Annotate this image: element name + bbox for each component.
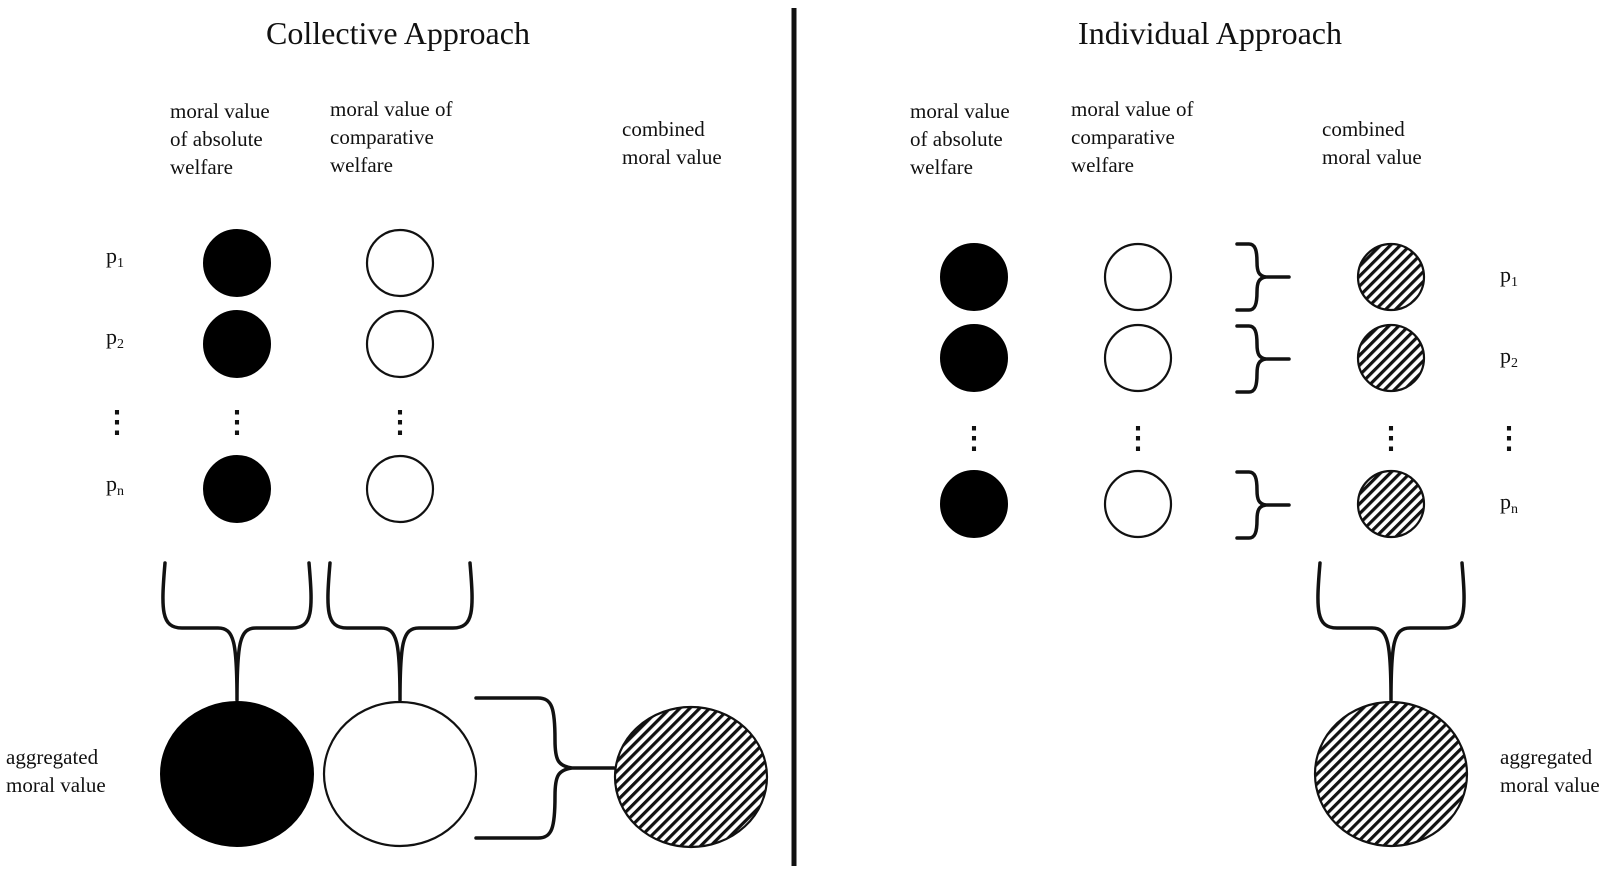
individual-person-brace xyxy=(1235,470,1291,540)
individual-combined-circle xyxy=(1356,242,1426,312)
individual-combined-circle xyxy=(1356,323,1426,393)
individual-title: Individual Approach xyxy=(1078,15,1342,51)
individual-absolute-circle xyxy=(940,470,1008,538)
individual-person-brace xyxy=(1235,324,1291,394)
individual-aggregated-circle xyxy=(1313,700,1469,848)
individual-combined-brace xyxy=(1316,561,1466,702)
collective-absolute-circle xyxy=(203,310,271,378)
individual-header-comparative: moral value of comparative welfare xyxy=(1071,97,1199,177)
individual-ellipsis: ⋮ xyxy=(1494,422,1524,455)
collective-panel: Collective Approach moral value of absol… xyxy=(6,15,769,849)
collective-person-label: p2 xyxy=(106,324,124,352)
individual-aggregated-label: aggregated moral value xyxy=(1500,745,1600,797)
collective-aggregated-absolute-circle xyxy=(160,701,314,847)
individual-person-label: p1 xyxy=(1500,262,1518,290)
collective-aggregated-comparative-circle xyxy=(322,700,478,848)
individual-ellipsis: ⋮ xyxy=(1123,422,1153,455)
collective-comparative-circle xyxy=(365,228,435,298)
collective-header-absolute: moral value of absolute welfare xyxy=(170,99,275,179)
individual-absolute-circle xyxy=(940,324,1008,392)
individual-person-brace xyxy=(1235,242,1291,312)
individual-ellipsis: ⋮ xyxy=(1376,422,1406,455)
collective-absolute-circle xyxy=(203,229,271,297)
individual-person-label: pn xyxy=(1500,489,1518,517)
individual-comparative-circle xyxy=(1103,323,1173,393)
collective-comparative-circle xyxy=(365,309,435,379)
collective-ellipsis: ⋮ xyxy=(102,406,132,439)
collective-absolute-brace xyxy=(161,561,313,702)
collective-title: Collective Approach xyxy=(266,15,530,51)
collective-combined-circle xyxy=(613,705,769,849)
collective-aggregated-label: aggregated moral value xyxy=(6,745,106,797)
individual-header-absolute: moral value of absolute welfare xyxy=(910,99,1015,179)
collective-header-comparative: moral value of comparative welfare xyxy=(330,97,458,177)
collective-ellipsis: ⋮ xyxy=(222,406,252,439)
individual-absolute-circle xyxy=(940,243,1008,311)
collective-combine-brace xyxy=(474,696,616,840)
collective-person-label: p1 xyxy=(106,243,124,271)
individual-header-combined: combined moral value xyxy=(1322,117,1422,169)
individual-combined-circle xyxy=(1356,469,1426,539)
collective-ellipsis: ⋮ xyxy=(385,406,415,439)
collective-absolute-circle xyxy=(203,455,271,523)
individual-panel: Individual Approach moral value of absol… xyxy=(910,15,1600,848)
individual-comparative-circle xyxy=(1103,242,1173,312)
collective-person-label: pn xyxy=(106,471,124,499)
collective-header-combined: combined moral value xyxy=(622,117,722,169)
collective-comparative-brace xyxy=(326,561,474,702)
collective-comparative-circle xyxy=(365,454,435,524)
individual-ellipsis: ⋮ xyxy=(959,422,989,455)
individual-comparative-circle xyxy=(1103,469,1173,539)
individual-person-label: p2 xyxy=(1500,343,1518,371)
